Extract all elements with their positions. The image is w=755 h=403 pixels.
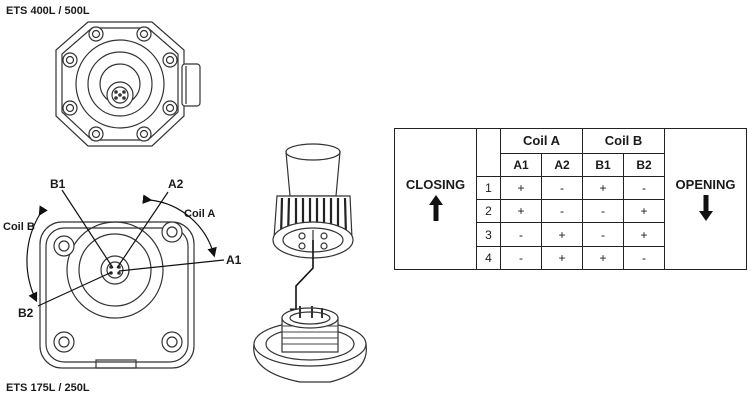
- b2-value: +: [623, 199, 666, 224]
- step-sequence-table: CLOSING Coil A Coil B OPENING A1 A2 B1 B…: [394, 127, 748, 271]
- a2-value: +: [540, 222, 584, 247]
- step-number: 2: [476, 199, 501, 224]
- step-number: 3: [476, 222, 501, 247]
- closing-cell: CLOSING: [394, 128, 477, 270]
- step-header-empty: [476, 127, 501, 178]
- sub-header-b2: B2: [623, 152, 666, 178]
- a1-value: +: [500, 199, 542, 224]
- coil-b-label: Coil B: [3, 221, 35, 233]
- a2-value: +: [540, 245, 584, 271]
- closing-label: CLOSING: [405, 177, 466, 192]
- step-number: 1: [476, 176, 501, 201]
- step-number: 4: [476, 245, 501, 271]
- a1-value: -: [500, 245, 542, 271]
- bottom-model-label: ETS 175L / 250L: [6, 382, 90, 394]
- sub-header-a1: A1: [500, 152, 542, 178]
- b1-value: -: [582, 199, 625, 224]
- a2-value: -: [540, 199, 584, 224]
- pin-label-b2: B2: [18, 306, 34, 320]
- b1-value: +: [582, 176, 625, 201]
- a2-value: -: [540, 176, 584, 201]
- opening-label: OPENING: [675, 177, 736, 192]
- table-row: 4 - + + -: [395, 245, 747, 271]
- pin-label-a1: A1: [226, 253, 242, 267]
- bottom-motor-view: [26, 189, 225, 369]
- connector-receptacle: [253, 306, 367, 383]
- arrow-down-icon: [698, 195, 713, 221]
- b2-value: -: [623, 245, 666, 271]
- pin-label-a2: A2: [168, 177, 184, 191]
- arrow-up-icon: [428, 195, 443, 221]
- a1-value: -: [500, 222, 542, 247]
- coil-a-header: Coil A: [499, 128, 584, 154]
- coil-b-header: Coil B: [582, 128, 666, 154]
- pin-label-b1: B1: [50, 177, 66, 191]
- opening-cell: OPENING: [664, 128, 748, 270]
- connector-plug: [272, 143, 354, 259]
- b2-value: +: [623, 222, 666, 247]
- sub-header-b1: B1: [582, 152, 625, 178]
- sub-header-a2: A2: [540, 152, 584, 178]
- b1-value: +: [582, 245, 625, 271]
- top-motor-view: [55, 21, 201, 147]
- top-model-label: ETS 400L / 500L: [6, 5, 90, 17]
- table-row: 1 + - + -: [395, 176, 747, 201]
- b2-value: -: [623, 176, 666, 201]
- a1-value: +: [500, 176, 542, 201]
- b1-value: -: [582, 222, 625, 247]
